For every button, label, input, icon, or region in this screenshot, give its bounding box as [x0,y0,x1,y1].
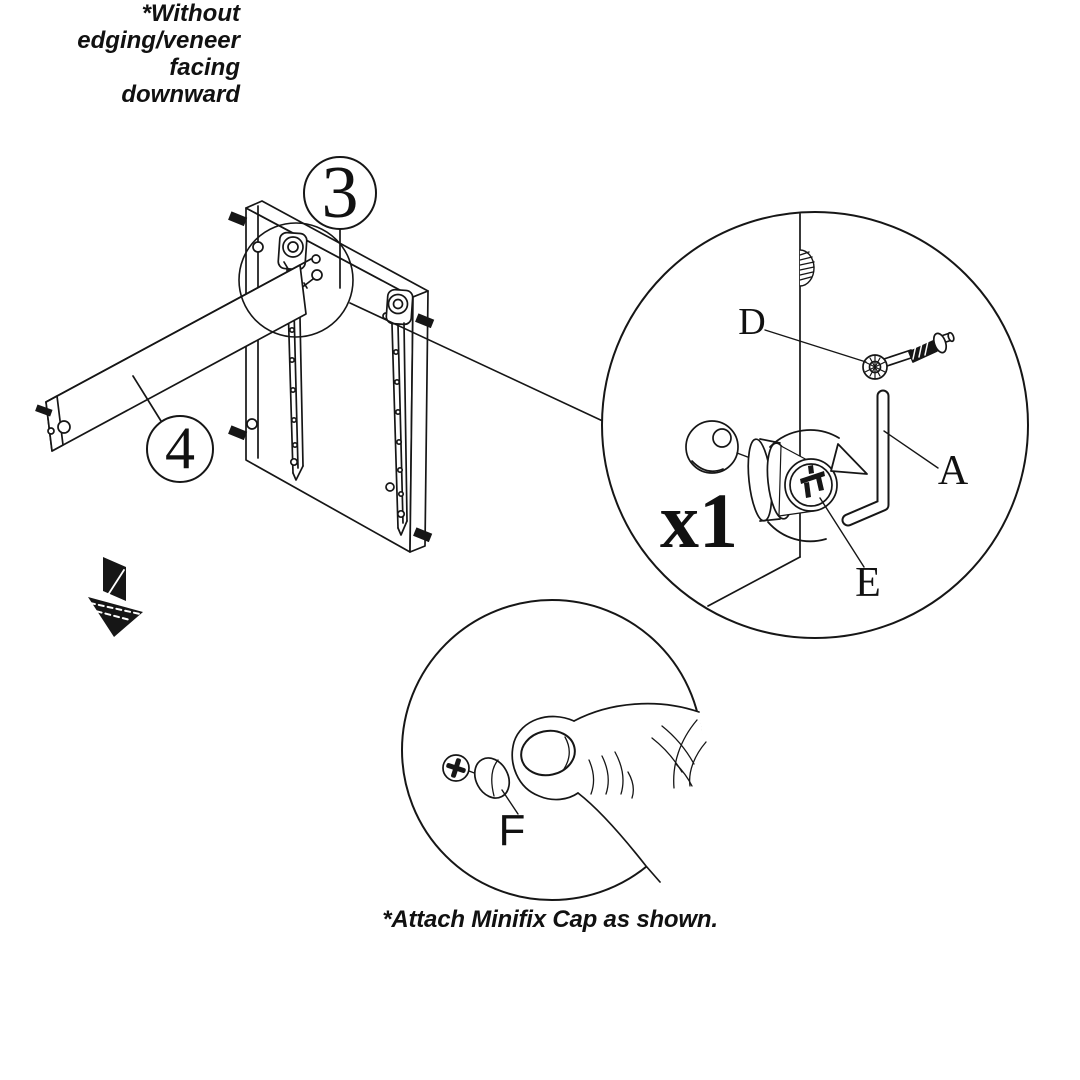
cam-slot [800,465,825,498]
callout-circles [132,156,608,483]
side-panel [228,200,435,553]
edge-hole [799,249,815,287]
drawer-rail [35,258,312,452]
callout-label-4: 4 [165,415,195,481]
callout-4-leader [132,375,162,422]
detail-view-minifix [601,211,1029,639]
thumb-nail [520,729,576,777]
dowel-pegs [228,211,435,543]
part-label-cap: F [498,806,526,855]
thumb [511,702,712,884]
orientation-note: *Without edging/veneer facing downward [0,0,240,108]
bolt-head-star [864,355,886,379]
detail-highlight-circle [238,222,354,338]
edge-down-arrow-icon [87,557,143,637]
rotation-arrow [767,429,868,543]
knuckle-lines [588,751,634,799]
leader-F [501,789,519,815]
leader-E [819,497,865,568]
note-line: downward [121,81,240,108]
minifix-cap [473,757,511,799]
drawer-slide-right [385,288,414,536]
detail-view-cap-press [401,599,712,901]
minifix-cam-lock [747,438,838,522]
thumb-base-lines [651,719,707,789]
callout-circle-4 [146,415,214,483]
note-line: facing [169,54,240,81]
minifix-bolt [862,331,955,380]
quantity-label: x1 [660,477,738,564]
leader-A [883,430,939,469]
part-label-hex-key: A [937,448,969,494]
note-line: *Without [141,0,240,27]
cam-head-front [442,754,470,782]
part-label-cam-bolt: D [738,301,766,343]
magnification-line [349,302,608,424]
panel-corner-line [707,556,801,607]
note-line: edging/veneer [77,27,240,54]
caption: *Attach Minifix Cap as shown. [382,906,718,933]
callout-label-3: 3 [321,152,359,234]
leader-D [764,329,867,363]
hex-key [841,389,890,527]
part-label-cam-lock: E [855,560,881,606]
